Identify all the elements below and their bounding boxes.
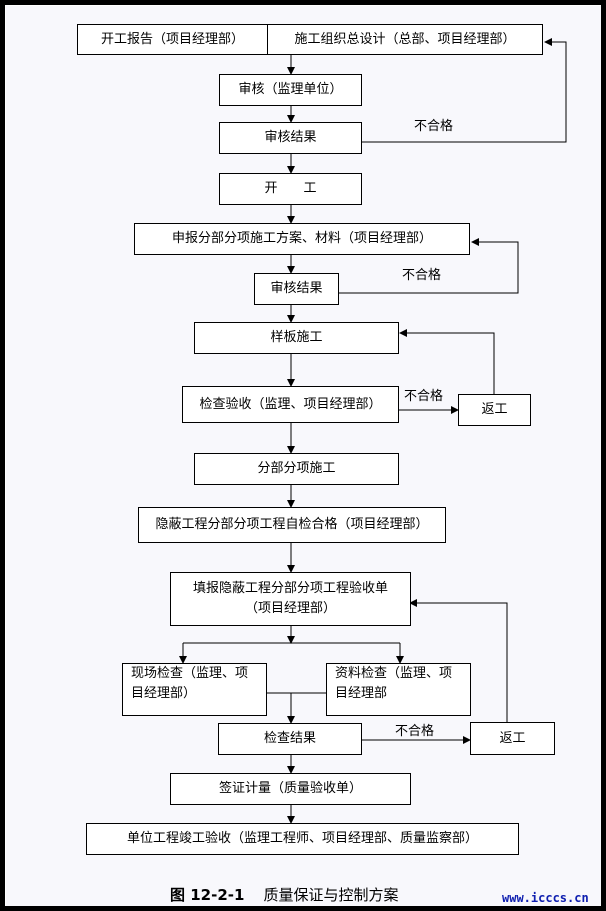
node-sample-construction: 样板施工 <box>194 322 399 354</box>
node-final-accept: 单位工程竣工验收（监理工程师、项目经理部、质量监察部） <box>86 823 519 855</box>
watermark: www.icccs.cn <box>502 891 589 905</box>
node-org-design: 施工组织总设计（总部、项目经理部） <box>267 24 543 55</box>
node-fill-form-line1: 填报隐蔽工程分部分项工程验收单 <box>192 581 388 596</box>
label-fail-4: 不合格 <box>395 724 435 739</box>
node-doc-check-line2: 目经理部 <box>335 686 388 701</box>
node-site-check: 现场检查（监理、项 目经理部） <box>122 663 267 716</box>
node-submit-plan: 申报分部分项施工方案、材料（项目经理部） <box>134 223 470 255</box>
loop-rework-2 <box>409 599 508 722</box>
label-fail-1: 不合格 <box>414 119 454 134</box>
node-doc-check: 资料检查（监理、项 目经理部 <box>326 663 471 716</box>
node-review-supervisor: 审核（监理单位） <box>219 74 362 106</box>
node-check-result: 检查结果 <box>218 723 362 755</box>
node-rework-2: 返工 <box>470 722 555 755</box>
node-start-report: 开工报告（项目经理部） <box>77 24 268 55</box>
node-site-check-line1: 现场检查（监理、项 <box>131 666 249 681</box>
loop-fail-2 <box>339 238 519 294</box>
node-doc-check-line1: 资料检查（监理、项 <box>335 666 453 681</box>
node-sign-measure: 签证计量（质量验收单） <box>170 773 411 805</box>
node-site-check-line2: 目经理部） <box>131 686 197 701</box>
node-commence: 开 工 <box>219 173 362 205</box>
node-fill-form-line2: （项目经理部） <box>244 601 336 616</box>
node-rework-1: 返工 <box>458 394 531 426</box>
label-fail-3: 不合格 <box>404 389 444 404</box>
node-review-result-2: 审核结果 <box>254 273 339 305</box>
node-sub-construction: 分部分项施工 <box>194 453 399 485</box>
figure-number: 图 12-2-1 <box>170 886 245 904</box>
node-fill-form: 填报隐蔽工程分部分项工程验收单 （项目经理部） <box>170 572 411 626</box>
node-review-result-1: 审核结果 <box>219 122 362 154</box>
node-inspect-accept: 检查验收（监理、项目经理部） <box>182 386 399 423</box>
loop-fail-1 <box>362 38 567 143</box>
figure-caption: 图 12-2-1 质量保证与控制方案 <box>170 884 399 905</box>
loop-rework-1 <box>399 329 495 394</box>
figure-title: 质量保证与控制方案 <box>263 886 399 904</box>
label-fail-2: 不合格 <box>402 268 442 283</box>
node-hidden-selfcheck: 隐蔽工程分部分项工程自检合格（项目经理部） <box>138 507 446 543</box>
